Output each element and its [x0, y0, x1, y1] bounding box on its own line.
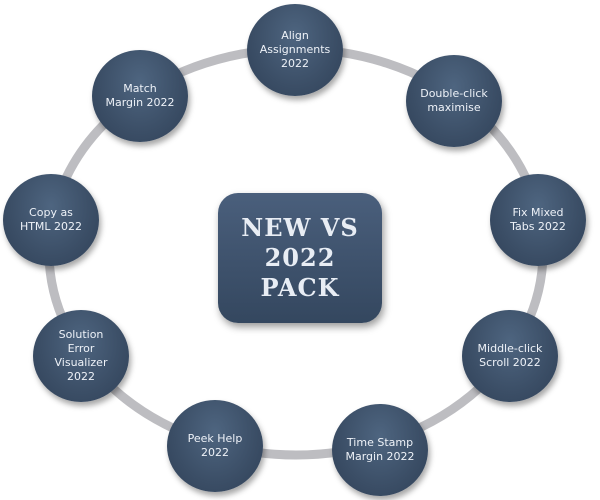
- node-middle-click-scroll: Middle-click Scroll 2022: [462, 310, 558, 402]
- node-fix-mixed-tabs: Fix Mixed Tabs 2022: [490, 174, 586, 266]
- node-double-click-maximise: Double-click maximise: [406, 55, 502, 147]
- center-box: NEW VS 2022 PACK: [218, 193, 382, 323]
- node-peek-help: Peek Help 2022: [167, 400, 263, 492]
- node-time-stamp-margin: Time Stamp Margin 2022: [332, 404, 428, 496]
- node-match-margin: Match Margin 2022: [92, 50, 188, 142]
- node-solution-error-visualizer: Solution Error Visualizer 2022: [33, 310, 129, 402]
- node-copy-as-html: Copy as HTML 2022: [3, 174, 99, 266]
- node-align-assignments: Align Assignments 2022: [247, 4, 343, 96]
